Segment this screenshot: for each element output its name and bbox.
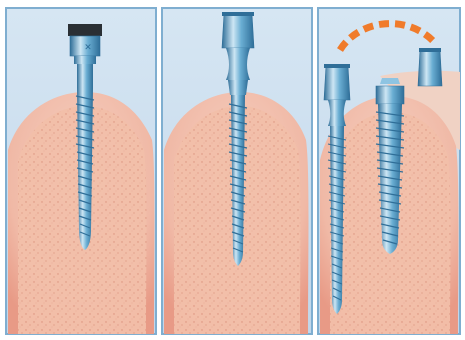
panel-3 bbox=[318, 8, 460, 334]
svg-text:✕: ✕ bbox=[84, 43, 92, 53]
removed-cap bbox=[418, 48, 442, 86]
panel-1: ✕ bbox=[6, 8, 156, 334]
panel-2 bbox=[162, 8, 312, 334]
transfer-cap bbox=[68, 24, 102, 36]
